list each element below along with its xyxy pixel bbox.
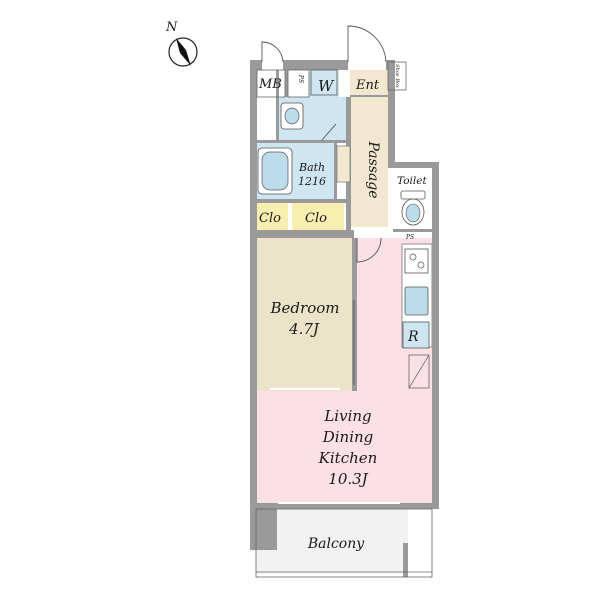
passage-area <box>350 97 388 227</box>
ldk-size-label: 10.3J <box>328 470 368 488</box>
ldk-storage <box>408 354 430 389</box>
closet-1-label: Clo <box>259 211 281 226</box>
wall-top-mid <box>283 60 348 70</box>
toilet-seat <box>405 203 421 223</box>
bathtub-basin <box>261 151 289 191</box>
mb-box <box>256 69 286 98</box>
room-fills <box>256 68 433 574</box>
bath-size-label: 1216 <box>298 175 326 188</box>
wall-top-right <box>386 60 395 70</box>
wall-bath-right <box>334 140 337 200</box>
passage-step <box>336 145 351 183</box>
outlines <box>255 61 433 578</box>
wall-ent-bottom <box>350 95 388 97</box>
compass-needle-tail <box>180 50 191 66</box>
door-mb-swing <box>261 41 284 63</box>
ldk-line2-label: Dining <box>322 428 374 446</box>
wall-right-lower <box>432 162 439 505</box>
closet-1-area <box>256 203 288 230</box>
stove-burner-2 <box>417 261 425 269</box>
entrance-area <box>350 70 388 97</box>
sink <box>404 286 429 316</box>
balcony-area <box>256 508 408 574</box>
labels: MB PS W Ent Shoe Box Passage Bath 1216 T… <box>258 64 427 552</box>
washer-outline <box>310 69 338 96</box>
balcony-post <box>403 543 408 577</box>
ldk-storage-diagonal <box>408 354 430 389</box>
passage-label: Passage <box>365 140 381 198</box>
balcony-outline <box>255 508 433 578</box>
wall-right-upper <box>388 60 395 168</box>
wall-toilet-bottom <box>393 229 433 232</box>
wall-bath-top <box>256 140 351 143</box>
wall-mb <box>285 70 288 97</box>
compass: N <box>165 20 198 67</box>
ps-top-label: PS <box>297 74 304 83</box>
wall-bottom <box>250 503 439 509</box>
bedroom-name-label: Bedroom <box>270 299 340 317</box>
wall-bedroom-top <box>256 230 354 238</box>
washroom-label: W <box>318 77 335 95</box>
refrigerator-label: R <box>407 329 419 345</box>
washbasin-bowl <box>284 107 300 125</box>
wall-left-balcony <box>250 505 277 550</box>
stove-burner-1 <box>409 253 417 261</box>
ps-top-box <box>287 69 310 98</box>
balcony-label: Balcony <box>307 536 365 552</box>
wall-bedroom-right <box>352 238 357 391</box>
ldk-line1-label: Living <box>323 407 371 425</box>
wall-top-left <box>250 60 262 70</box>
entrance-label: Ent <box>355 78 380 93</box>
shoe-box-label: Shoe Box <box>394 64 400 88</box>
compass-needle <box>176 38 186 53</box>
compass-north-label: N <box>165 20 178 35</box>
fixtures <box>257 69 430 389</box>
closet-2-label: Clo <box>305 211 327 226</box>
shoe-box-outline <box>387 61 407 91</box>
stove <box>404 248 429 274</box>
bedroom-area <box>257 238 354 391</box>
bath-name-label: Bath <box>298 161 325 174</box>
washer-area <box>309 68 339 97</box>
compass-ring <box>168 37 198 67</box>
closet-2-area <box>292 203 344 230</box>
door-washroom-swing <box>321 123 337 141</box>
wall-closet-top <box>256 199 351 203</box>
ps-bottom-label: PS <box>405 234 414 241</box>
refrigerator-space <box>402 321 430 349</box>
ldk-line3-label: Kitchen <box>318 449 378 467</box>
toilet-tank <box>400 190 426 200</box>
wall-toilet-top <box>388 162 438 168</box>
bedroom-size-label: 4.7J <box>288 320 320 338</box>
door-ldk-swing <box>356 237 382 263</box>
doors <box>261 25 400 504</box>
mb-label: MB <box>258 77 282 92</box>
toilet-label: Toilet <box>397 175 427 187</box>
door-entrance-swing <box>347 25 387 63</box>
wall-ps <box>276 70 279 140</box>
wall-left <box>250 60 257 505</box>
